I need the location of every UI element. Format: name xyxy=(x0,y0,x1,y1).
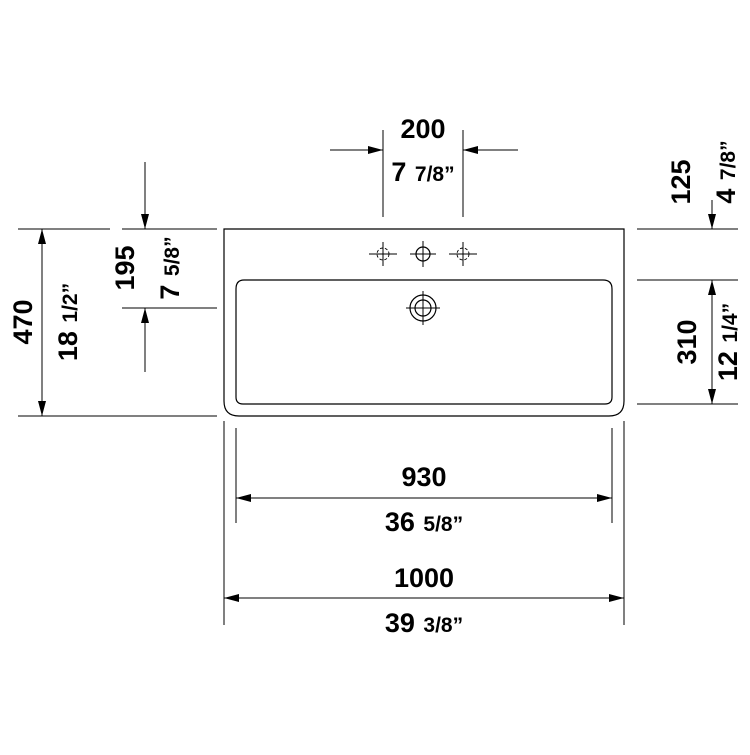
total-depth-in-whole: 18 xyxy=(53,331,83,361)
rim-to-tap-in-frac: 7/8” xyxy=(717,140,740,180)
bowl-width-in-whole: 36 xyxy=(385,507,415,537)
total-width-in-frac: 3/8” xyxy=(423,614,463,637)
left-tap-hole-icon xyxy=(369,242,397,266)
drain-icon xyxy=(406,291,440,325)
dimension-rim-to-tap: 125 4 7/8” xyxy=(637,140,741,230)
total-width-mm: 1000 xyxy=(394,563,454,593)
rim-to-drain-in-frac: 5/8” xyxy=(161,236,184,276)
bowl-width-in-frac: 5/8” xyxy=(423,513,463,536)
dimension-bowl-depth: 310 12 1/4” xyxy=(637,279,743,405)
right-tap-hole-icon xyxy=(449,242,477,266)
svg-text:36 5/8”: 36 5/8” xyxy=(385,507,463,537)
bowl-outline xyxy=(235,279,613,405)
svg-text:4 7/8”: 4 7/8” xyxy=(711,140,741,203)
rim-to-tap-mm: 125 xyxy=(666,159,696,204)
dimension-total-depth: 470 18 1/2” xyxy=(8,228,217,417)
dimension-total-width: 1000 39 3/8” xyxy=(223,421,625,638)
dimension-tap-spacing: 200 7 7/8” xyxy=(330,114,518,217)
rim-to-drain-mm: 195 xyxy=(110,245,140,290)
total-width-in-whole: 39 xyxy=(385,608,415,638)
bowl-depth-in-whole: 12 xyxy=(713,351,743,381)
svg-text:7 7/8”: 7 7/8” xyxy=(391,157,454,187)
bowl-depth-in-frac: 1/4” xyxy=(719,303,742,343)
total-depth-mm: 470 xyxy=(8,299,38,344)
total-depth-in-frac: 1/2” xyxy=(59,283,82,323)
basin-outline xyxy=(223,228,625,417)
svg-text:18 1/2”: 18 1/2” xyxy=(53,283,83,361)
center-tap-hole-icon xyxy=(410,241,436,267)
svg-text:7 5/8”: 7 5/8” xyxy=(155,236,185,299)
svg-text:39 3/8”: 39 3/8” xyxy=(385,608,463,638)
rim-to-drain-in-whole: 7 xyxy=(155,285,185,300)
dimension-bowl-width: 930 36 5/8” xyxy=(235,428,613,537)
bowl-depth-mm: 310 xyxy=(672,319,702,364)
svg-text:12 1/4”: 12 1/4” xyxy=(713,303,743,381)
dimension-rim-to-drain: 195 7 5/8” xyxy=(110,162,217,372)
tap-spacing-in-whole: 7 xyxy=(391,157,406,187)
tap-spacing-in-frac: 7/8” xyxy=(415,163,455,186)
rim-to-tap-in-whole: 4 xyxy=(711,189,741,204)
bowl-width-mm: 930 xyxy=(401,462,446,492)
tap-spacing-mm: 200 xyxy=(400,114,445,144)
